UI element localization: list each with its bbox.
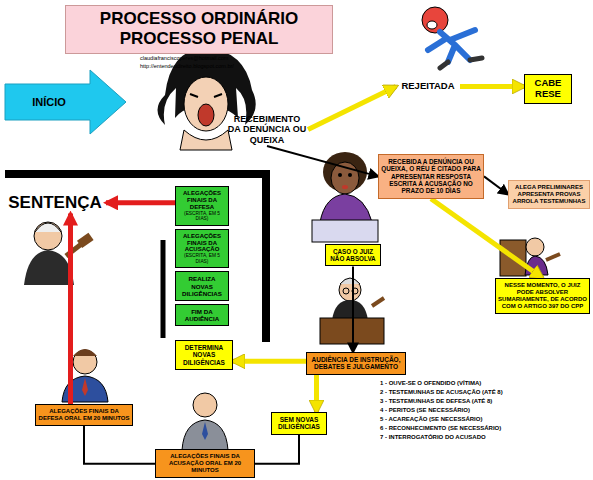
process-box: REALIZA NOVAS DILIGÊNCIAS — [175, 271, 229, 300]
process-box: CASO O JUIZ NÃO ABSOLVA — [325, 244, 381, 266]
list-item: 2 - TESTEMUNHAS DE ACUSAÇÃO (ATÉ 8) — [380, 389, 503, 395]
connector-arrow — [84, 426, 155, 464]
connector-arrow — [106, 200, 175, 205]
node-text: INÍCIO — [32, 96, 66, 109]
credit-text: http://entendeudireito.blogspot.com.br/ — [140, 63, 234, 69]
node-text: NESSE MOMENTO, O JUIZ PODE ABSOLVER SUMA… — [498, 282, 587, 310]
process-box: ALEGA PRELIMINARES APRESENTA PROVAS ARRO… — [508, 180, 590, 209]
prosecutor — [182, 393, 228, 450]
node-text: AUDIÊNCIA DE INSTRUÇÃO, DEBATES E JULGAM… — [309, 356, 403, 371]
credit-text: claudiafranciscoperes@hotmail.com — [140, 55, 228, 61]
process-box: SEM NOVAS DILIGÊNCIAS — [271, 412, 327, 435]
connector-arrow — [484, 176, 508, 194]
step-label: REJEITADA — [396, 80, 460, 93]
connector-arrow — [308, 87, 396, 130]
node-text: ALEGAÇÕES FINAIS DA DEFESA — [178, 190, 226, 211]
process-box: ALEGAÇÕES FINAIS DA ACUSAÇÃO ORAL EM 20 … — [155, 449, 255, 478]
node-text: CASO O JUIZ NÃO ABSOLVA — [328, 248, 378, 262]
node-text: RECEBIDA A DENÚNCIA OU QUEIXA, O RÉU É C… — [381, 158, 481, 195]
start-arrow-box: INÍCIO — [8, 84, 90, 120]
title: PROCESSO ORDINÁRIO PROCESSO PENAL — [65, 5, 333, 54]
process-box: ALEGAÇÕES FINAIS DA DEFESA(ESCRITA, EM 5… — [175, 186, 229, 226]
start-arrow — [5, 70, 126, 134]
connector-arrow — [460, 84, 524, 89]
connector-arrow — [255, 435, 299, 464]
frame-line — [5, 174, 266, 342]
node-text: RECEBIMENTO DA DENÚNCIA OU QUEIXA — [227, 114, 307, 145]
angry-man — [422, 7, 482, 68]
connector-arrow — [267, 146, 378, 176]
list-item: 7 - INTERROGATÓRIO DO ACUSADO — [380, 434, 486, 440]
node-text: DETERMINA NOVAS DILIGÊNCIAS — [178, 344, 230, 366]
connector-arrow — [431, 199, 543, 278]
node-note: (ESCRITA, EM 5 DIAS) — [178, 211, 226, 222]
process-box: DETERMINA NOVAS DILIGÊNCIAS — [175, 340, 233, 370]
node-text: ALEGA PRELIMINARES APRESENTA PROVAS ARRO… — [511, 184, 587, 205]
list-item: 4 - PERITOS (SE NECESSÁRIO) — [380, 407, 470, 413]
node-text: ALEGAÇÕES FINAIS DA DEFESA ORAL EM 20 MI… — [38, 408, 130, 422]
frame-line — [161, 240, 166, 338]
process-box: CABE RESE — [524, 74, 572, 104]
judge-left — [24, 222, 94, 285]
process-box: ALEGAÇÕES FINAIS DA DEFESA ORAL EM 20 MI… — [35, 404, 133, 426]
list-item: 3 - TESTEMUNHAS DE DEFESA (ATÉ 8) — [380, 398, 492, 404]
connector-arrow — [314, 375, 319, 412]
node-text: REJEITADA — [397, 81, 459, 92]
sentence-label: SENTENÇA — [4, 192, 106, 214]
clerk-woman — [312, 152, 378, 242]
process-box: RECEBIDA A DENÚNCIA OU QUEIXA, O RÉU É C… — [378, 154, 484, 199]
node-text: ALEGAÇÕES FINAIS DA ACUSAÇÃO — [178, 233, 226, 254]
connector-arrow — [352, 267, 354, 353]
connector-arrow — [68, 214, 73, 405]
process-box: AUDIÊNCIA DE INSTRUÇÃO, DEBATES E JULGAM… — [306, 352, 406, 375]
node-text: SEM NOVAS DILIGÊNCIAS — [274, 416, 324, 431]
list-item: 6 - RECONHECIMENTO (SE NECESSÁRIO) — [380, 425, 501, 431]
node-note: (ESCRITA, EM 5 DIAS) — [178, 253, 226, 264]
node-text: SENTENÇA — [5, 193, 105, 213]
node-text: REALIZA NOVAS DILIGÊNCIAS — [178, 275, 226, 296]
connector-arrow — [233, 359, 306, 364]
list-item: 1 - OUVE-SE O OFENDIDO (VÍTIMA) — [380, 380, 481, 386]
node-text: CABE RESE — [527, 78, 569, 100]
list-item: 5 - ACAREAÇÃO (SE NECESSÁRIO) — [380, 416, 482, 422]
process-box: NESSE MOMENTO, O JUIZ PODE ABSOLVER SUMA… — [495, 278, 590, 314]
process-box: FIM DA AUDIÊNCIA — [175, 304, 229, 326]
node-text: ALEGAÇÕES FINAIS DA ACUSAÇÃO ORAL EM 20 … — [158, 453, 252, 474]
step-label: RECEBIMENTO DA DENÚNCIA OU QUEIXA — [226, 113, 308, 146]
node-text: FIM DA AUDIÊNCIA — [178, 308, 226, 322]
process-box: ALEGAÇÕES FINAIS DA ACUSAÇÃO(ESCRITA, EM… — [175, 229, 229, 269]
